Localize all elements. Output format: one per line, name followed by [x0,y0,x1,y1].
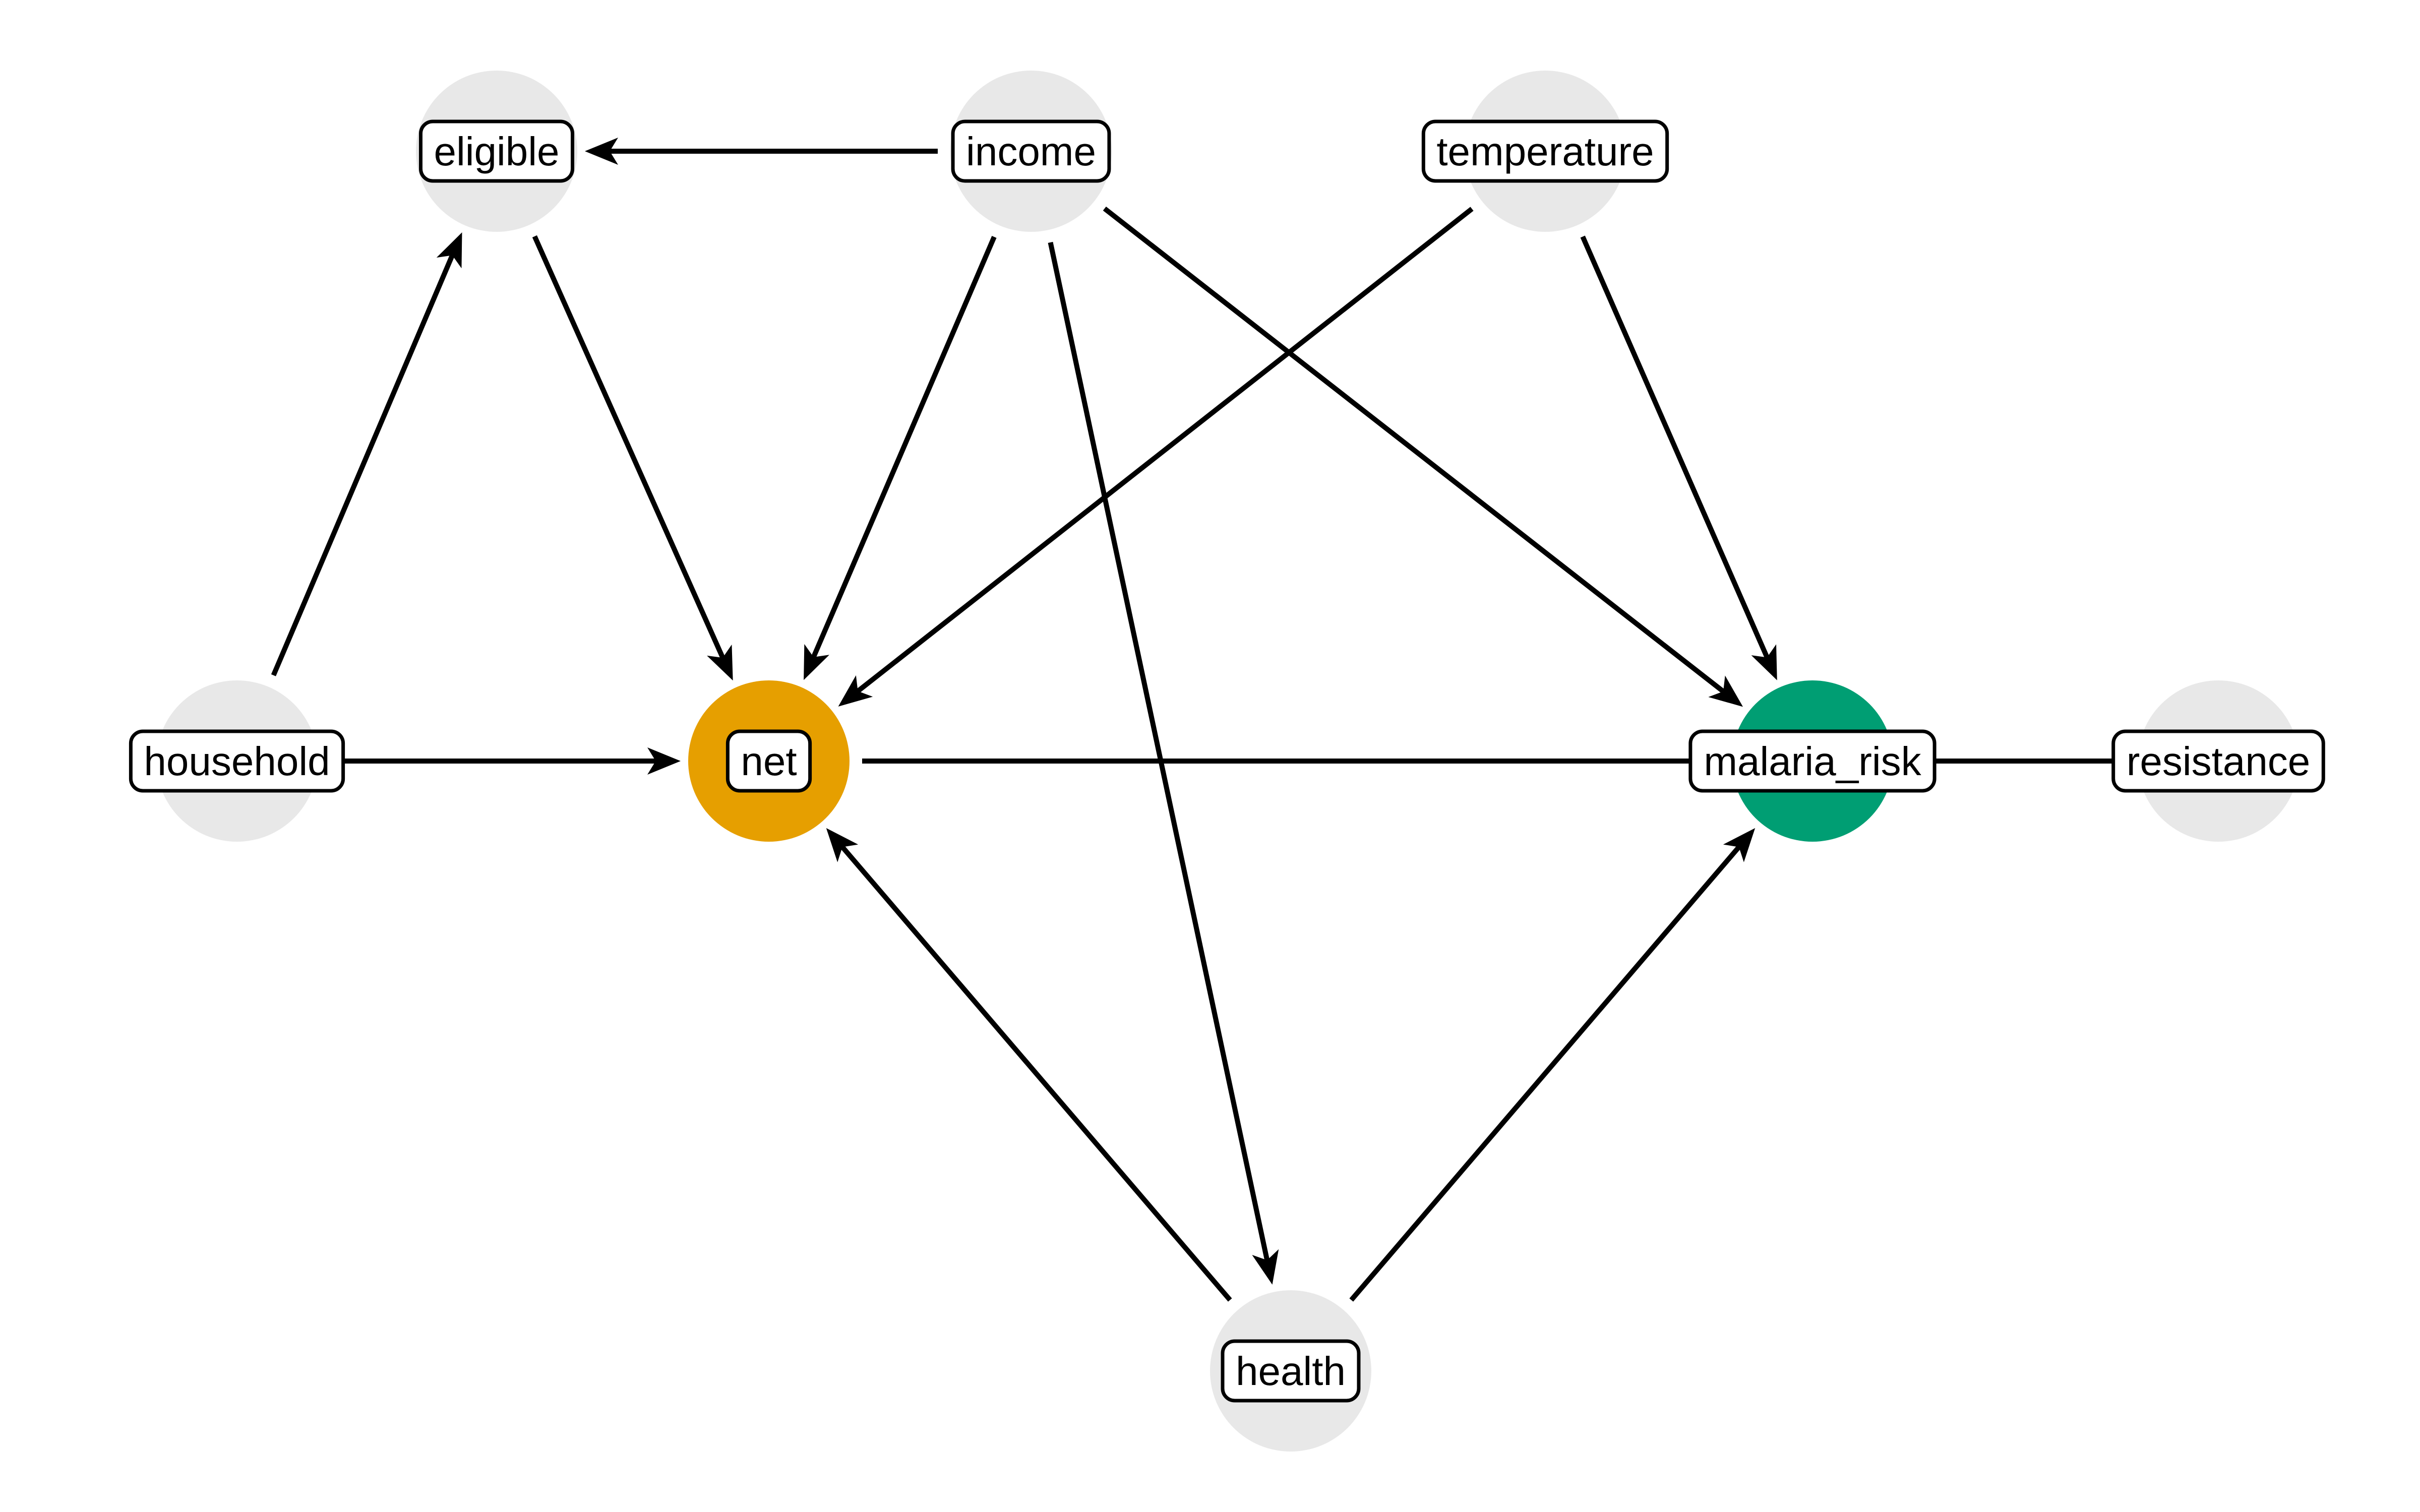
node-label: resistance [2127,739,2311,784]
edge-income-to-health [1048,241,1279,1285]
edge-line [271,253,455,676]
node-temperature[interactable]: temperature [1421,119,1669,183]
edge-line [839,844,1232,1302]
edge-temperature-to-net [838,207,1474,707]
node-eligible[interactable]: eligible [418,119,575,183]
edge-arrowhead [838,675,873,707]
edge-line [1048,241,1270,1262]
node-health[interactable]: health [1221,1339,1361,1403]
edge-income-to-eligible [585,138,938,165]
node-resistance[interactable]: resistance [2111,729,2325,793]
edge-health-to-net [826,828,1232,1302]
edge-arrowhead [1708,675,1743,707]
node-label: income [966,129,1096,174]
node-label: malaria_risk [1704,739,1921,784]
edge-household-to-net [330,747,681,775]
edge-line [1349,844,1742,1302]
node-label-box [129,729,345,793]
edge-line [1580,235,1770,660]
edge-income-to-malaria_risk [1103,206,1743,707]
edge-income-to-net [804,235,997,680]
edge-arrowhead [804,644,829,680]
node-label: temperature [1436,129,1654,174]
edge-health-to-malaria_risk [1349,828,1756,1302]
node-label: household [144,739,330,784]
node-label: net [741,739,797,784]
edge-net-to-malaria_risk [862,747,1724,775]
dag-labels-layer: eligible income temperature household net mal… [129,119,2325,1403]
edge-line [811,235,997,659]
edge-arrowhead [436,232,462,269]
node-label-box [2111,729,2325,793]
node-label-box [951,119,1111,183]
edge-arrowhead [585,138,618,165]
edge-arrowhead [1723,828,1756,862]
edge-temperature-to-malaria_risk [1580,235,1777,680]
node-label-box [1421,119,1669,183]
dag-edges-layer [271,138,2125,1302]
node-income[interactable]: income [951,119,1111,183]
node-household[interactable]: household [129,729,345,793]
edge-arrowhead [826,828,859,862]
node-label-box [725,729,812,793]
node-net[interactable]: net [725,729,812,793]
edge-arrowhead [707,644,733,681]
edge-eligible-to-net [532,235,733,681]
edge-line [1103,206,1726,695]
edge-line [855,207,1474,694]
node-label: eligible [434,129,559,174]
node-label-box [1688,729,1937,793]
edge-arrowhead [647,747,681,775]
edge-arrowhead [1252,1249,1279,1285]
edge-household-to-eligible [271,232,462,676]
edge-arrowhead [1751,644,1777,680]
node-label: health [1236,1349,1346,1394]
edge-line [532,235,725,660]
node-malaria_risk[interactable]: malaria_risk [1688,729,1937,793]
node-label-box [418,119,575,183]
node-label-box [1221,1339,1361,1403]
